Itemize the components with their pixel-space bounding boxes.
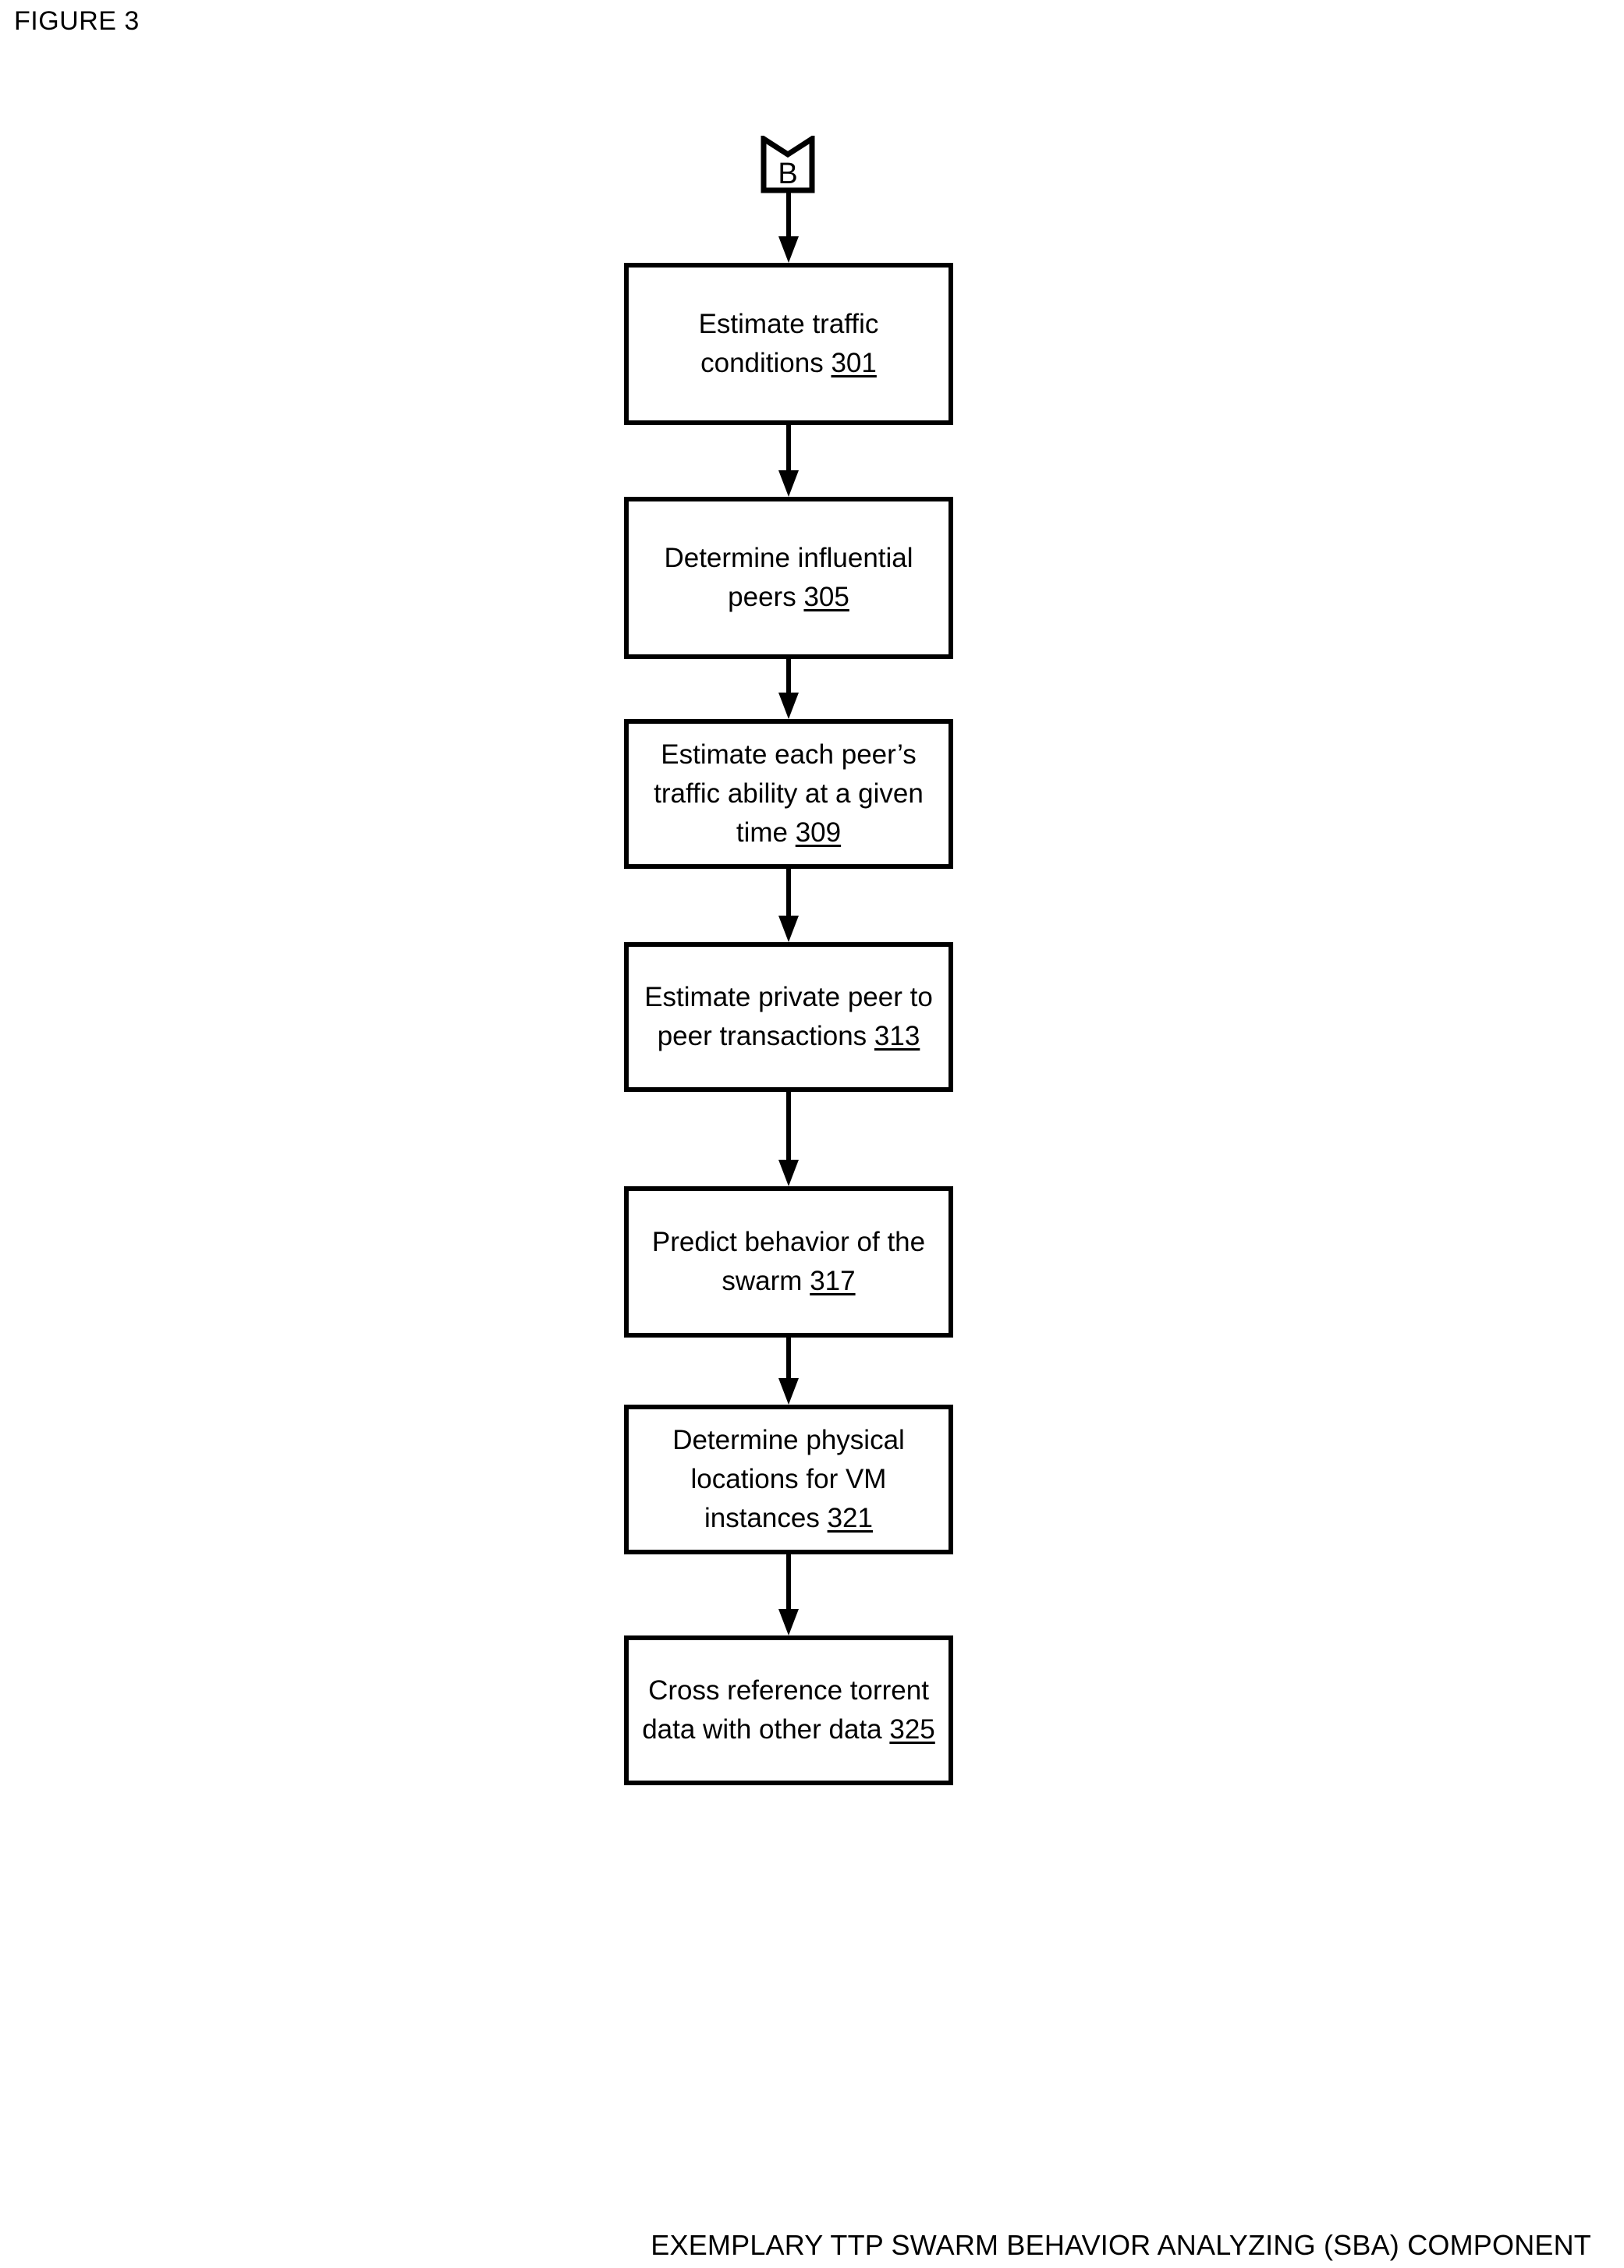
arrow-305-to-309 (778, 658, 800, 721)
arrow-b-to-301 (778, 191, 800, 264)
arrow-321-to-325 (778, 1554, 800, 1637)
step-309-text: Estimate each peer’s traffic ability at … (629, 735, 949, 852)
process-step-321[interactable]: Determine physical locations for VM inst… (624, 1405, 953, 1554)
process-step-325[interactable]: Cross reference torrent data with other … (624, 1635, 953, 1785)
process-step-309[interactable]: Estimate each peer’s traffic ability at … (624, 719, 953, 869)
step-325-ref: 325 (889, 1714, 935, 1745)
process-step-305[interactable]: Determine influential peers 305 (624, 497, 953, 659)
step-301-label: Estimate traffic conditions (698, 309, 879, 378)
step-305-ref: 305 (803, 582, 849, 612)
step-317-label: Predict behavior of the swarm (651, 1227, 926, 1296)
step-313-ref: 313 (874, 1021, 920, 1051)
step-301-text: Estimate traffic conditions 301 (629, 305, 949, 382)
step-301-ref: 301 (831, 348, 877, 378)
arrow-309-to-313 (778, 868, 800, 944)
step-313-text: Estimate private peer to peer transactio… (629, 978, 949, 1055)
step-321-text: Determine physical locations for VM inst… (629, 1421, 949, 1537)
step-325-label: Cross reference torrent data with other … (642, 1675, 929, 1745)
step-321-label: Determine physical locations for VM inst… (672, 1425, 905, 1533)
step-305-text: Determine influential peers 305 (629, 539, 949, 616)
arrow-301-to-305 (778, 424, 800, 498)
step-305-label: Determine influential peers (664, 543, 913, 612)
connector-flag-shape (761, 136, 815, 193)
arrow-317-to-321 (778, 1337, 800, 1406)
process-step-313[interactable]: Estimate private peer to peer transactio… (624, 942, 953, 1092)
off-page-connector-b: B (761, 136, 815, 193)
step-317-ref: 317 (810, 1266, 856, 1296)
step-325-text: Cross reference torrent data with other … (629, 1671, 949, 1749)
connector-b-label: B (778, 158, 798, 190)
step-309-ref: 309 (795, 817, 842, 848)
step-313-label: Estimate private peer to peer transactio… (644, 982, 933, 1051)
arrow-313-to-317 (778, 1090, 800, 1188)
process-step-317[interactable]: Predict behavior of the swarm 317 (624, 1186, 953, 1338)
step-321-ref: 321 (827, 1502, 873, 1533)
step-317-text: Predict behavior of the swarm 317 (629, 1223, 949, 1300)
figure-caption: EXEMPLARY TTP SWARM BEHAVIOR ANALYZING (… (651, 2229, 1591, 2261)
process-step-301[interactable]: Estimate traffic conditions 301 (624, 263, 953, 425)
figure-label: FIGURE 3 (14, 6, 140, 36)
step-309-label: Estimate each peer’s traffic ability at … (654, 739, 924, 848)
